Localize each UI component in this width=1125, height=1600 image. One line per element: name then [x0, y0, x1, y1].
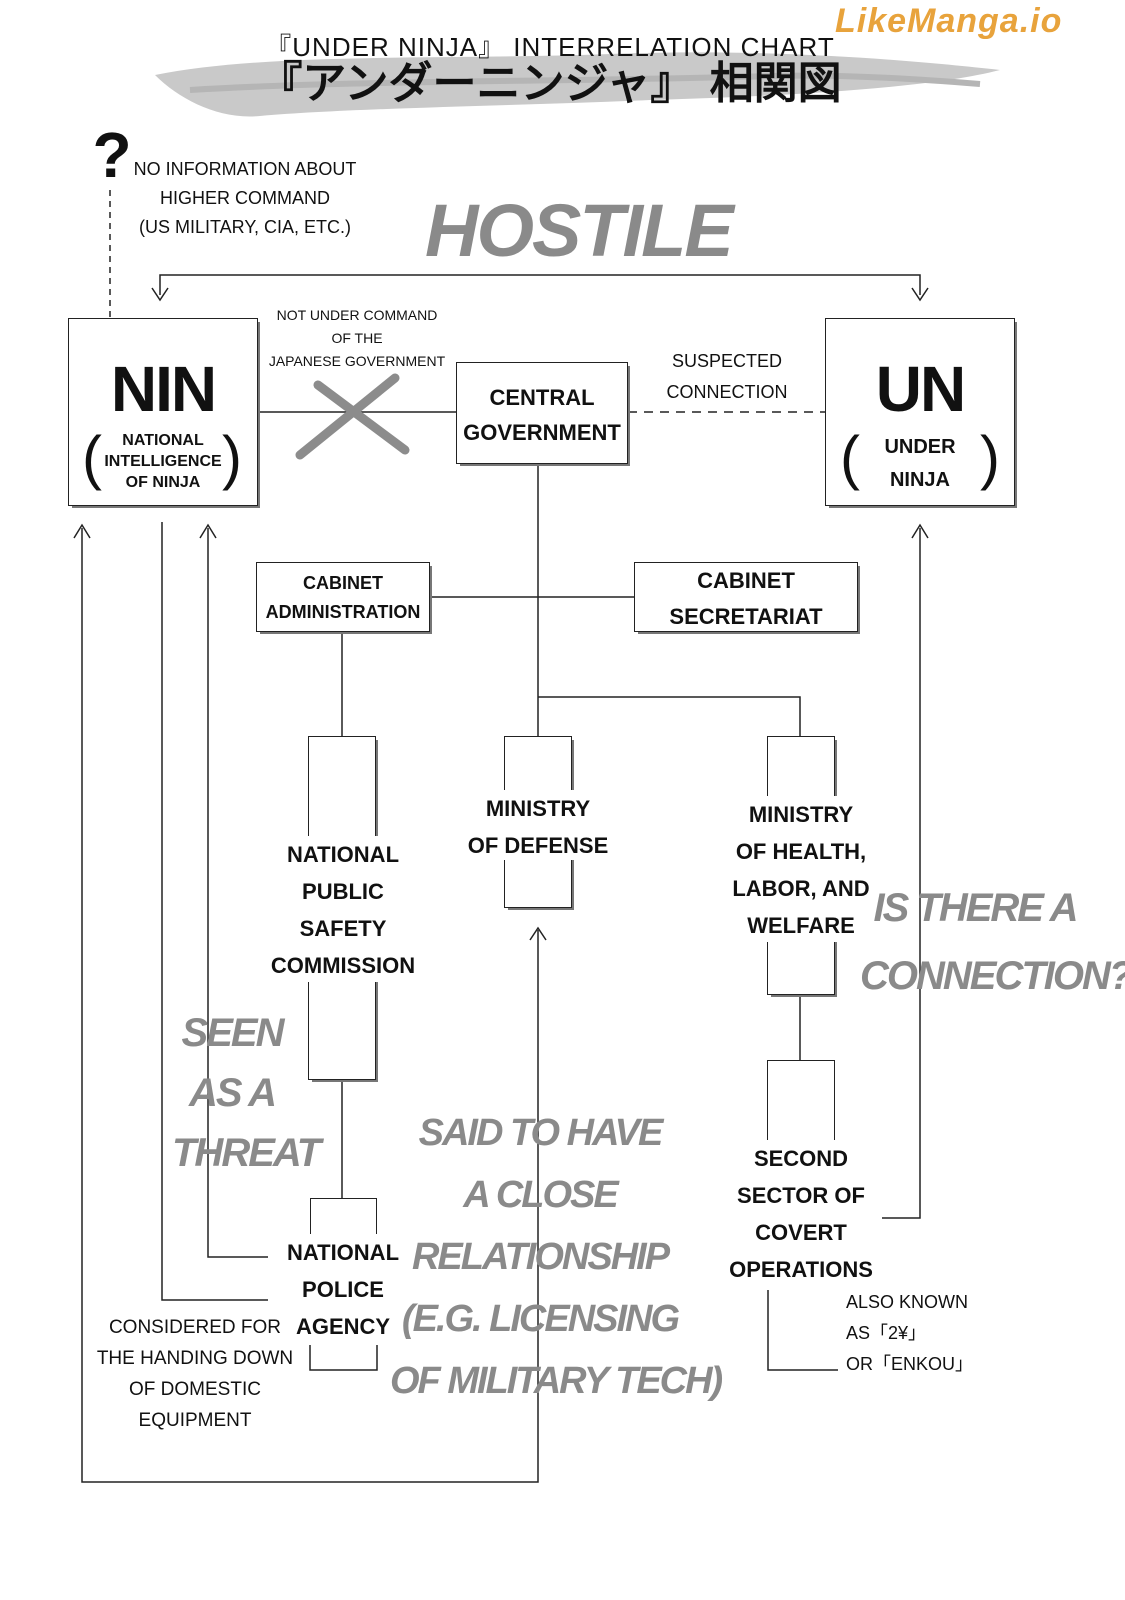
label-line: AS A	[188, 1071, 277, 1115]
label-line: COMMISSION	[270, 953, 416, 978]
label-line: A CLOSE	[463, 1174, 619, 1216]
label-line: CABINET	[303, 573, 383, 593]
second-sector-label: SECOND SECTOR OF COVERT OPERATIONS	[720, 1140, 882, 1288]
note-line: EQUIPMENT	[138, 1410, 252, 1431]
label-line: LABOR, AND	[732, 876, 870, 901]
hostile-label: HOSTILE	[425, 189, 734, 272]
note-line: (US MILITARY, CIA, ETC.)	[138, 217, 352, 237]
label-line: GOVERNMENT	[463, 420, 621, 445]
label-line: (E.G. LICENSING	[401, 1298, 680, 1340]
un-full-name: UNDER NINJA	[860, 431, 980, 497]
label-line: ADMINISTRATION	[265, 602, 421, 622]
label-line: POLICE	[302, 1277, 384, 1302]
label-line: MINISTRY	[485, 796, 591, 821]
nin-name-line: INTELLIGENCE	[104, 453, 222, 470]
note-line: AS「2¥」	[846, 1323, 927, 1343]
suspected-connection-note: SUSPECTED CONNECTION	[642, 346, 812, 408]
un-open-paren: (	[840, 424, 860, 491]
label-line: CABINET	[697, 568, 795, 593]
label-line: SECRETARIAT	[669, 604, 823, 629]
label-line: IS THERE A	[873, 886, 1079, 930]
watermark: LikeManga.io	[835, 2, 1063, 40]
nin-name-line: NATIONAL	[122, 432, 204, 449]
label-line: OPERATIONS	[729, 1257, 873, 1282]
label-line: NATIONAL	[286, 1240, 400, 1265]
label-line: CONNECTION?	[860, 954, 1125, 998]
label-line: NATIONAL	[286, 842, 400, 867]
label-line: OF MILITARY TECH)	[390, 1360, 723, 1402]
label-line: COVERT	[755, 1220, 847, 1245]
question-mark: ?	[92, 119, 132, 191]
note-line: OF DOMESTIC	[129, 1379, 261, 1400]
label-line: SECTOR OF	[737, 1183, 865, 1208]
no-information-note: NO INFORMATION ABOUT HIGHER COMMAND (US …	[125, 155, 365, 242]
un-close-paren: )	[980, 424, 1000, 491]
nin-acronym: NIN	[110, 353, 217, 425]
note-line: ALSO KNOWN	[846, 1292, 969, 1312]
ministry-of-defense-label: MINISTRY OF DEFENSE	[462, 790, 614, 864]
seen-as-threat-label: SEEN AS A THREAT	[172, 1003, 321, 1183]
label-line: SAFETY	[299, 916, 387, 941]
npsc-label-bg	[258, 836, 428, 982]
note-line: NOT UNDER COMMAND	[276, 307, 438, 323]
note-line: OR「ENKOU」	[846, 1354, 974, 1374]
note-line: NO INFORMATION ABOUT	[133, 159, 357, 179]
nin-name-line: OF NINJA	[125, 474, 201, 491]
mod-label-bg	[462, 790, 614, 860]
central-government-label: CENTRAL GOVERNMENT	[456, 380, 628, 450]
label-line: PUBLIC	[302, 879, 384, 904]
cabinet-administration-box	[256, 562, 430, 632]
npa-label: NATIONAL POLICE AGENCY	[268, 1234, 418, 1345]
npsc-label: NATIONAL PUBLIC SAFETY COMMISSION	[258, 836, 428, 984]
note-line: JAPANESE GOVERNMENT	[268, 353, 446, 369]
label-line: WELFARE	[747, 913, 855, 938]
note-line: CONNECTION	[666, 382, 788, 402]
label-line: OF HEALTH,	[735, 839, 867, 864]
un-box	[825, 318, 1015, 506]
label-line: SAID TO HAVE	[418, 1112, 664, 1154]
un-acronym: UN	[875, 353, 966, 425]
chart-title-english: 『UNDER NINJA』 INTERRELATION CHART	[265, 32, 835, 62]
close-relationship-label: SAID TO HAVE A CLOSE RELATIONSHIP (E.G. …	[390, 1102, 723, 1412]
un-name-line: NINJA	[889, 469, 950, 491]
cabinet-secretariat-label: CABINET SECRETARIAT	[634, 563, 858, 635]
nin-open-paren: (	[82, 424, 102, 491]
label-line: OF DEFENSE	[467, 833, 609, 858]
label-line: MINISTRY	[748, 802, 854, 827]
handing-down-note: CONSIDERED FOR THE HANDING DOWN OF DOMES…	[90, 1312, 300, 1436]
label-line: SEEN	[181, 1011, 285, 1055]
cabinet-administration-label: CABINET ADMINISTRATION	[256, 569, 430, 627]
is-there-connection-label: IS THERE A CONNECTION?	[860, 874, 1125, 1010]
un-name-line: UNDER	[884, 436, 956, 458]
label-line: SECOND	[753, 1146, 849, 1171]
central-government-box	[456, 362, 628, 464]
second-sector-box-top	[767, 1060, 835, 1140]
note-line: OF THE	[331, 330, 383, 346]
label-line: AGENCY	[295, 1314, 391, 1339]
npa-box-top	[310, 1198, 377, 1238]
note-line: SUSPECTED	[671, 351, 783, 371]
header-brush-stroke	[155, 52, 1000, 117]
mhlw-label-bg	[725, 796, 877, 942]
nin-box	[68, 318, 258, 506]
label-line: RELATIONSHIP	[411, 1236, 670, 1278]
note-line: HIGHER COMMAND	[160, 188, 330, 208]
note-line: THE HANDING DOWN	[96, 1348, 294, 1369]
note-line: CONSIDERED FOR	[108, 1317, 282, 1338]
not-under-command-note: NOT UNDER COMMAND OF THE JAPANESE GOVERN…	[262, 304, 452, 373]
label-line: THREAT	[172, 1131, 321, 1175]
cabinet-secretariat-box	[634, 562, 858, 632]
also-known-as-note: ALSO KNOWN AS「2¥」 OR「ENKOU」	[846, 1287, 1006, 1380]
nin-full-name: NATIONAL INTELLIGENCE OF NINJA	[98, 430, 228, 493]
chart-title-japanese: 『アンダーニンジャ』 相関図	[258, 58, 842, 109]
mhlw-label: MINISTRY OF HEALTH, LABOR, AND WELFARE	[725, 796, 877, 944]
nin-close-paren: )	[222, 424, 242, 491]
label-line: CENTRAL	[489, 385, 595, 410]
